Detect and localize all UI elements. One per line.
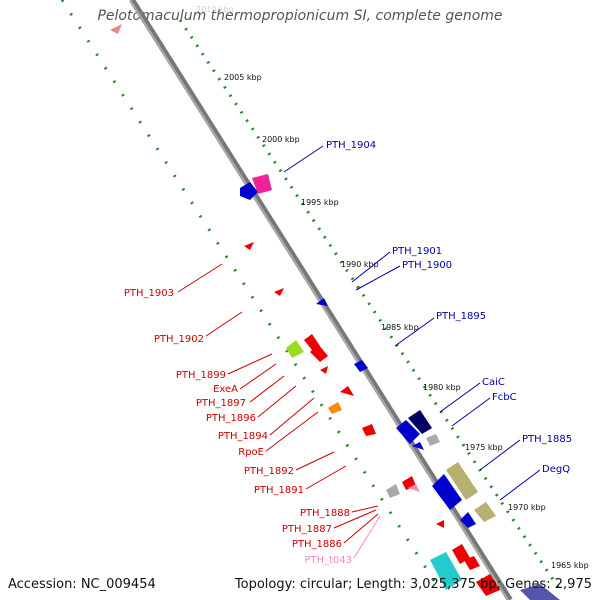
label-connector xyxy=(295,451,335,471)
gene-feature xyxy=(464,556,480,570)
label-connector xyxy=(351,251,391,283)
gene-feature xyxy=(520,584,560,600)
gene-label: PTH_1887 xyxy=(282,524,332,535)
gene-feature xyxy=(408,484,420,492)
gene-feature xyxy=(396,420,420,444)
gene-label: RpoE xyxy=(238,447,264,458)
gene-label: PTH_1903 xyxy=(124,288,174,299)
gene-feature xyxy=(386,484,400,498)
gene-label: DegQ xyxy=(542,464,570,475)
gene-feature xyxy=(354,360,368,372)
gene-feature xyxy=(328,402,342,414)
label-connector xyxy=(439,382,481,413)
gene-label: PTH_1894 xyxy=(218,431,268,442)
label-connector xyxy=(451,397,491,427)
gene-label: FcbC xyxy=(492,392,517,403)
gene-label: CaiC xyxy=(482,377,505,388)
gene-feature xyxy=(412,442,424,450)
gene-feature xyxy=(110,24,122,34)
tick-label: 2000 kbp xyxy=(262,135,300,144)
label-connector xyxy=(305,465,347,490)
label-connector xyxy=(257,385,297,418)
gene-label: PTH_1897 xyxy=(196,398,246,409)
gene-label: PTH_1895 xyxy=(436,311,486,322)
gene-feature xyxy=(436,520,444,528)
gene-feature xyxy=(460,512,476,528)
gene-label: PTH_1891 xyxy=(254,485,304,496)
label-connector xyxy=(343,513,379,544)
tick-label: 1995 kbp xyxy=(301,198,339,207)
gene-feature xyxy=(316,298,328,306)
gene-feature xyxy=(252,174,272,194)
label-connector xyxy=(177,263,223,293)
label-connector xyxy=(479,439,521,471)
gene-label: PTH_1888 xyxy=(300,508,350,519)
gene-feature xyxy=(446,462,478,500)
tick-label: 1990 kbp xyxy=(341,260,379,269)
gene-feature xyxy=(340,386,354,396)
gene-label: PTH_1886 xyxy=(292,539,342,550)
forward-genes xyxy=(240,174,560,600)
label-connector xyxy=(283,145,324,173)
gene-label: PTH_1899 xyxy=(176,370,226,381)
label-connector xyxy=(355,265,401,291)
gene-label: PTH_1901 xyxy=(392,246,442,257)
topology-text: Topology: circular; Length: 3,025,375 bp… xyxy=(234,577,592,592)
tick-label: 2005 kbp xyxy=(224,73,262,82)
gene-feature xyxy=(408,410,432,434)
label-connector xyxy=(249,375,285,403)
gene-label: PTH_1885 xyxy=(522,434,572,445)
outer-dotted-guide xyxy=(178,19,562,591)
reverse-genes xyxy=(110,24,500,596)
gene-feature xyxy=(432,474,462,510)
label-connector xyxy=(205,311,243,337)
gene-feature xyxy=(244,242,254,250)
label-connector xyxy=(265,411,319,452)
gene-feature xyxy=(474,502,496,522)
label-connector xyxy=(394,317,435,347)
gene-feature xyxy=(476,574,500,596)
label-connector xyxy=(353,515,381,559)
gene-feature xyxy=(310,344,328,362)
gene-label: PTH_1900 xyxy=(402,260,452,271)
gene-label: PTH_1892 xyxy=(244,466,294,477)
gene-feature xyxy=(362,424,376,436)
accession-text: Accession: NC_009454 xyxy=(8,577,156,592)
label-connector xyxy=(227,353,273,375)
inner-dotted-guide xyxy=(60,0,442,591)
tick-label: 1985 kbp xyxy=(381,323,419,332)
gene-label: PTH_t043 xyxy=(304,555,352,566)
gene-label: PTH_1904 xyxy=(326,140,376,151)
genome-title: Pelotomaculum thermopropionicum SI, comp… xyxy=(97,8,503,24)
gene-feature xyxy=(274,288,284,296)
label-connector xyxy=(269,397,315,436)
gene-feature xyxy=(430,552,462,590)
gene-label: ExeA xyxy=(213,384,238,395)
gene-feature xyxy=(286,340,304,358)
label-connector xyxy=(239,363,277,390)
tick-label: 1975 kbp xyxy=(465,443,503,452)
tick-label: 2010 kbp xyxy=(196,5,234,14)
gene-feature xyxy=(240,182,258,200)
label-connector xyxy=(499,469,541,501)
gene-label: PTH_1902 xyxy=(154,334,204,345)
label-connector xyxy=(333,509,377,529)
gene-feature xyxy=(452,544,470,564)
gene-label: PTH_1896 xyxy=(206,413,256,424)
tick-label: 1980 kbp xyxy=(423,383,461,392)
gene-feature xyxy=(320,366,328,374)
gene-feature xyxy=(426,434,440,446)
tick-label: 1965 kbp xyxy=(551,561,589,570)
tick-label: 1970 kbp xyxy=(508,503,546,512)
label-connector xyxy=(351,505,379,513)
